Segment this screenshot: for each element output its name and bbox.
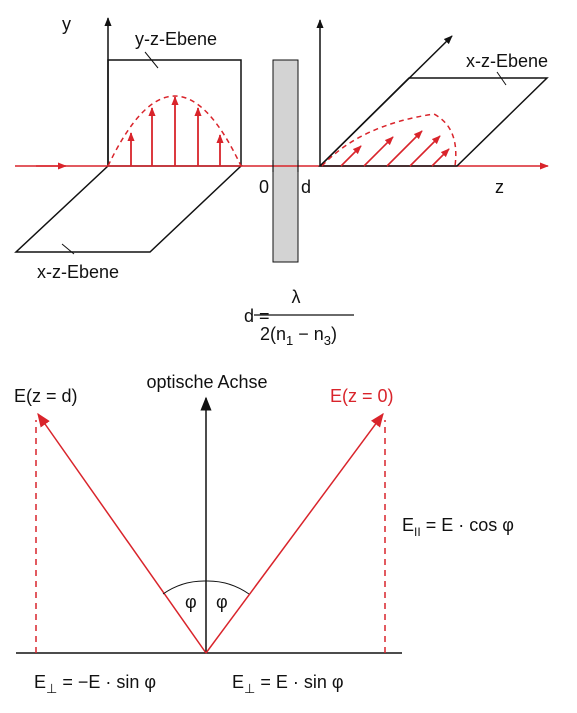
e-parallel-label: EII = E · cos φ [402,515,514,539]
e-perp-right-label: E⊥ = E · sin φ [232,672,344,696]
xz-plane-left-label: x-z-Ebene [37,262,119,282]
e-parallel-rest: = E · cos φ [421,515,514,535]
den-sub3: 3 [324,333,331,348]
bottom-diagram: optische Achse E(z = d) E(z = 0) φ φ EII… [14,372,514,696]
yz-plane [107,59,242,166]
formula-lhs: d = [244,306,270,326]
e-perp-left-label: E⊥ = −E · sin φ [34,672,156,696]
e-vector-z-0 [205,412,384,654]
x-axis-right [319,35,453,167]
xz-plane-right-label: x-z-Ebene [466,51,548,71]
e-parallel-main: E [402,515,414,535]
xz-plane-left [14,165,243,253]
e-perp-left-sub: ⊥ [46,681,57,696]
xz-vector [340,145,362,167]
yz-plane-label: y-z-Ebene [135,29,217,49]
den-sub1: 1 [286,333,293,348]
e-perp-right-main: E [232,672,244,692]
thickness-formula: d = λ 2(n1 − n3) [244,287,354,348]
e-perp-left-main: E [34,672,46,692]
y-axis-label: y [62,14,71,34]
e-perp-right-rest: = E · sin φ [255,672,343,692]
formula-denominator: 2(n1 − n3) [260,324,337,348]
den-right: ) [331,324,337,344]
xz-field-vectors [340,130,450,167]
phi-left-label: φ [185,592,197,612]
xz-vector [386,130,423,167]
phi-right-label: φ [216,592,228,612]
e-perp-right-sub: ⊥ [244,681,255,696]
xz-plane-right-leader [496,71,507,86]
xz-plane-left-leader [61,243,75,255]
xz-vector [363,136,394,167]
z-axis-label: z [495,177,504,197]
e-perp-left-rest: = −E · sin φ [57,672,156,692]
yz-plane-label-leader [144,51,159,69]
e-z-d-label: E(z = d) [14,386,78,406]
phi-arc-right [205,580,250,595]
e-parallel-sub: II [414,525,421,539]
tick-zero-label: 0 [259,177,269,197]
formula-numerator: λ [292,287,301,307]
xz-vector [431,148,450,167]
den-mid: − n [293,324,324,344]
optic-axis-label: optische Achse [146,372,267,392]
yz-field-vectors [127,96,224,166]
xz-wave-envelope [321,113,457,167]
wave-plate [272,59,299,263]
e-vector-z-d [37,412,207,654]
phi-arc-left [162,580,207,595]
tick-d-label: d [301,177,311,197]
yz-wave-envelope [107,95,242,167]
den-left: 2(n [260,324,286,344]
top-diagram: y y-z-Ebene x-z-Ebene z 0 d [14,14,549,348]
xz-vector [409,135,441,167]
e-z-0-label: E(z = 0) [330,386,394,406]
